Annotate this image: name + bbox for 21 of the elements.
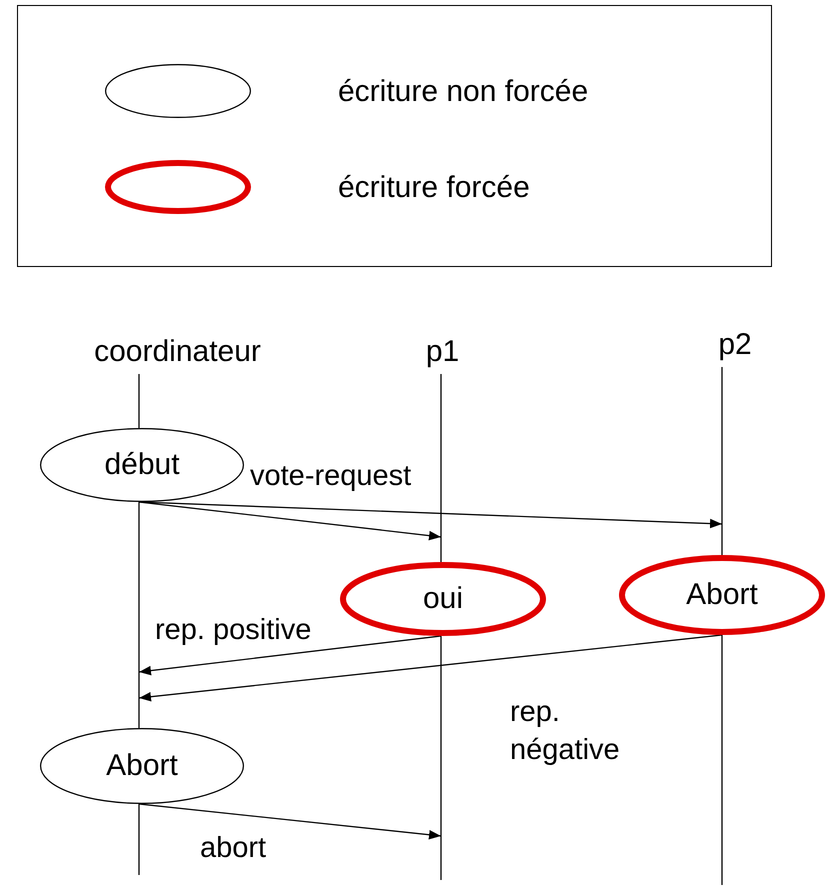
message-arrow bbox=[138, 501, 722, 528]
lifeline bbox=[138, 804, 140, 875]
lifeline bbox=[440, 636, 442, 880]
message-arrow bbox=[138, 501, 442, 540]
state-ellipse: Abort bbox=[619, 555, 825, 635]
lifeline bbox=[721, 367, 723, 555]
message-arrow bbox=[138, 634, 722, 702]
state-ellipse: début bbox=[40, 428, 244, 502]
state-ellipse: oui bbox=[340, 562, 546, 636]
message-arrow bbox=[138, 635, 442, 676]
participant-label: p2 bbox=[705, 323, 765, 367]
message-arrow bbox=[138, 803, 442, 840]
lifeline bbox=[138, 502, 140, 728]
lifeline bbox=[138, 374, 140, 428]
legend-text: écriture forcée bbox=[338, 171, 530, 205]
state-ellipse: Abort bbox=[40, 728, 244, 804]
legend-text: écriture non forcée bbox=[338, 75, 588, 109]
lifeline bbox=[440, 374, 442, 562]
participant-label: coordinateur bbox=[75, 330, 280, 374]
lifeline bbox=[721, 635, 723, 885]
participant-label: p1 bbox=[415, 330, 470, 374]
